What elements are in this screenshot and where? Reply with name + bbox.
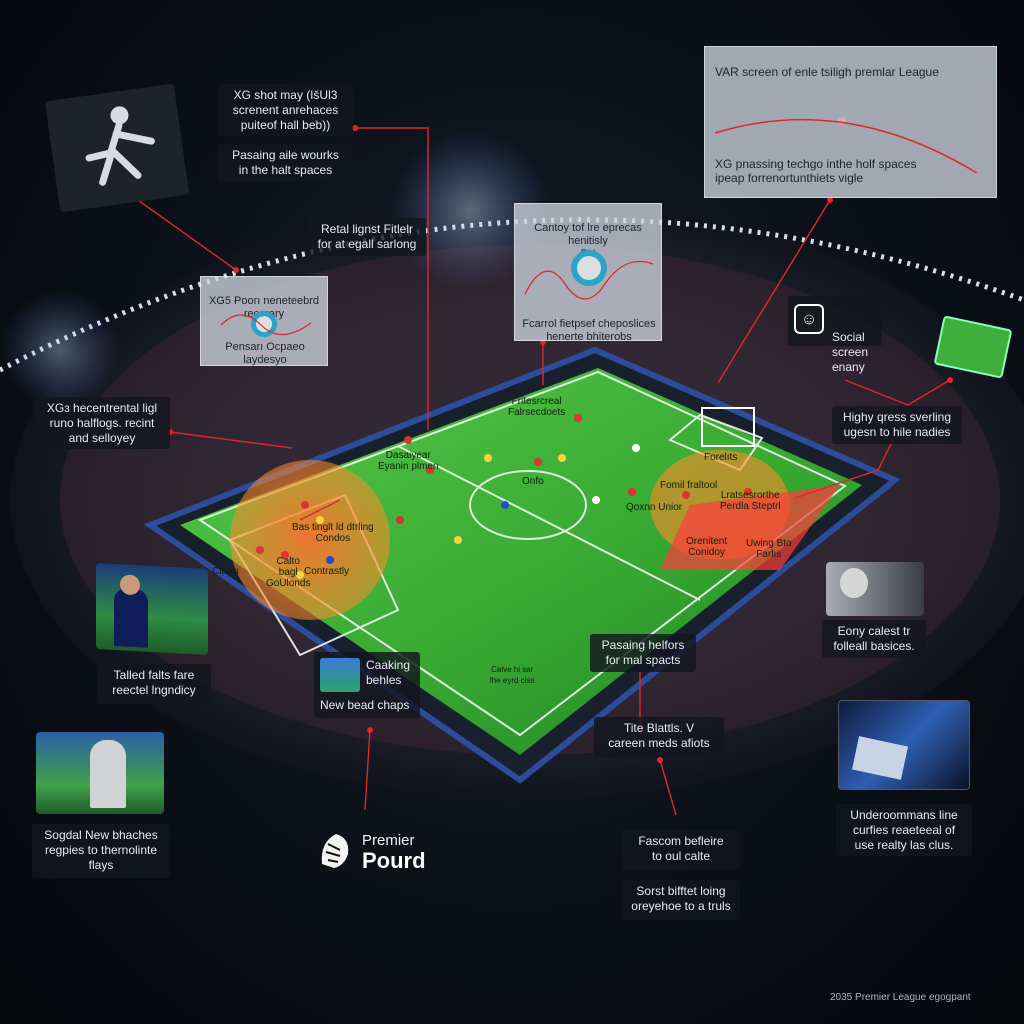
social-new-panel: Sogdal New bhaches regpies to thernolint… <box>32 824 170 878</box>
every-calest-panel: Eony calest tr folleall basices. <box>822 620 926 658</box>
sorst-bifft-panel: Sorst bifftet loing oreyehoe to a truls <box>622 880 740 920</box>
passing-helfors-panel: Pasaing helfors for mal spacts <box>590 634 696 672</box>
statue-tile <box>44 83 190 213</box>
retail-fields-panel: Retal lignst Fitlelr for at egall sarlon… <box>308 218 426 256</box>
conty-curve <box>524 260 654 300</box>
xg-incremental-panel: XGɜ hecentrental ligl runo halflogs. rec… <box>34 397 170 449</box>
pitch-label: Dasaiyear Eyanin plmen <box>378 450 439 472</box>
statue-stadium-thumb <box>36 732 164 814</box>
var-curve <box>715 118 978 173</box>
logo-line2: Pourd <box>362 848 426 873</box>
conty-panel: Cantoy tof lre eprecas henitisly PY Fcar… <box>514 203 662 343</box>
goal <box>701 407 755 447</box>
connector-lines <box>134 127 951 816</box>
pitch-label: Calve hi sar lhe eyrd ciss <box>490 665 535 685</box>
xg-pocket-subtitle: Pensarı Ocpaeo laydesyo <box>225 341 305 366</box>
pitch-label: Lratsesrorthe Perdla Steptrl <box>720 490 781 512</box>
pitch-label: Orenitent Conidoy <box>686 536 728 558</box>
pitch-label: Clarm <box>212 566 239 577</box>
pitch-label: Calto bagl GoUlonds <box>266 556 311 589</box>
social-screen-label: Social screen enany <box>832 330 869 374</box>
coaching-label: Caaking behles <box>366 658 411 687</box>
social-screen-card: ☺ Social screen enany <box>788 296 882 374</box>
floodlight-glow <box>0 290 120 410</box>
red-zone-right <box>660 485 840 570</box>
title-battis-panel: Tite Blattls. V careen meds afiots <box>594 717 724 757</box>
referee-thumb <box>826 562 924 616</box>
heat-zone-left <box>230 460 390 620</box>
pitch-label: Contrastly <box>304 566 350 577</box>
xg-shot-map-panel: XG shot may (ǀšUl3 screnent anrehaces pu… <box>218 84 353 136</box>
conty-ring-icon <box>571 250 607 286</box>
coaching-card: Caaking behles New bead chaps <box>314 652 420 718</box>
xg-pocket-curve <box>220 314 312 336</box>
pitch-label: Fritesrcreal Falrsecdoets <box>508 396 566 418</box>
conty-subtitle: Fcarrol fietpsef cheposlices henerte bhi… <box>522 318 656 343</box>
pitch-label: Forelıts <box>704 452 738 463</box>
var-subtitle: XG pnassing techgo inthe holf spaces ipe… <box>715 157 917 185</box>
pitch-label: Qoxnn Unior <box>626 502 683 513</box>
new-head-chaps-label: New bead chaps <box>320 698 410 712</box>
xg-pocket-title: XG5 Poorı neneteebrd recorary <box>208 295 320 320</box>
players <box>256 414 752 579</box>
statue-icon <box>85 106 155 186</box>
premier-logo: Premier Pourd <box>314 826 444 874</box>
passing-networks-panel: Pasaing aile wourks in the halt spaces <box>218 144 353 182</box>
var-screen-panel: VAR screen of enle tsiligh premlar Leagu… <box>704 46 997 198</box>
pitch-label: Uwing Bto Farlıs <box>746 538 792 560</box>
undercommons-panel: Underoommans line curfies reaeteeal of u… <box>836 804 972 856</box>
tailed-fans-panel: Talled falts fare reectel lngndicy <box>97 664 211 704</box>
var-title: VAR screen of enle tsiligh premlar Leagu… <box>715 65 939 79</box>
social-screen-icon: ☺ <box>794 304 824 334</box>
pitch-label: Bas tinglt ld dtrling Condos <box>292 522 374 544</box>
lion-logo-icon <box>321 834 349 868</box>
highly-press-panel: Highy qress sverling ugesn to hile nadie… <box>832 406 962 444</box>
coach-avatar <box>320 658 360 692</box>
xg-pocket-panel: XG5 Poorı neneteebrd recorary Pensarı Oc… <box>200 276 328 366</box>
pitch-label: Fomil fraltool <box>660 480 718 491</box>
logo-line1: Premier <box>362 832 415 849</box>
fashion-beliefs-panel: Fascom befleire to oul calte <box>622 830 740 870</box>
floodlight-glow <box>390 130 550 290</box>
pitch-label: Onfo <box>522 476 544 487</box>
player-celebration-thumb <box>96 563 208 655</box>
footer-caption: 2035 Premier League egogpant <box>830 992 971 1003</box>
tablet-thumb <box>838 700 970 790</box>
